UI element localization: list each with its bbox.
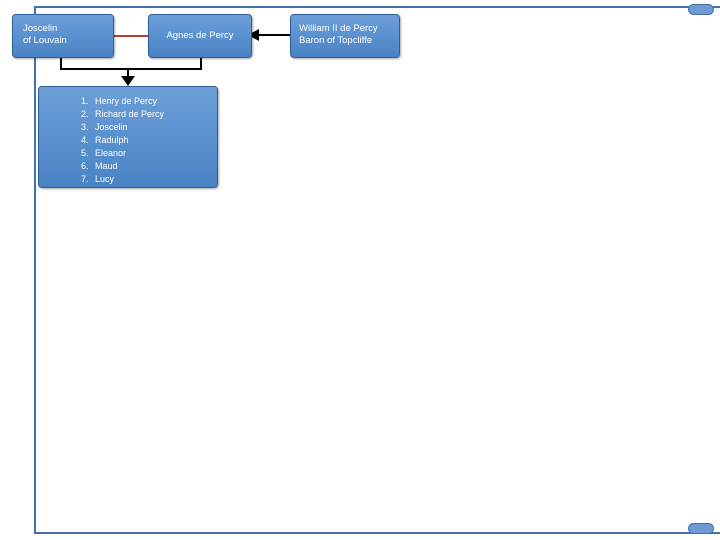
connector-horizontal xyxy=(60,68,202,70)
connector-william-to-agnes xyxy=(258,34,290,36)
children-list: Henry de Percy Richard de Percy Joscelin… xyxy=(39,95,217,186)
node-joscelin-label: Joscelin of Louvain xyxy=(23,23,67,46)
frame-left-line xyxy=(34,6,36,534)
list-item: Maud xyxy=(91,160,217,173)
node-children-list[interactable]: Henry de Percy Richard de Percy Joscelin… xyxy=(38,86,218,188)
node-agnes-de-percy[interactable]: Agnes de Percy xyxy=(148,14,252,58)
node-joscelin-of-louvain[interactable]: Joscelin of Louvain xyxy=(12,14,114,58)
frame-top-line xyxy=(34,6,720,8)
connector-right-vertical xyxy=(200,58,202,70)
list-item: Lucy xyxy=(91,173,217,186)
frame-cap-top xyxy=(688,4,714,15)
node-william-ii-de-percy[interactable]: William II de Percy Baron of Topcliffe xyxy=(290,14,400,58)
connector-down-stem xyxy=(127,68,129,78)
arrow-down-icon xyxy=(121,76,135,86)
frame-cap-bottom xyxy=(688,523,714,534)
node-william-label: William II de Percy Baron of Topcliffe xyxy=(299,23,378,46)
frame-bottom-line xyxy=(34,532,720,534)
list-item: Eleanor xyxy=(91,147,217,160)
marriage-line-joscelin-agnes xyxy=(113,35,150,37)
list-item: Henry de Percy xyxy=(91,95,217,108)
list-item: Joscelin xyxy=(91,121,217,134)
connector-left-vertical xyxy=(60,58,62,70)
node-agnes-label: Agnes de Percy xyxy=(166,30,234,41)
arrow-left-icon xyxy=(248,29,259,41)
list-item: Richard de Percy xyxy=(91,108,217,121)
list-item: Radulph xyxy=(91,134,217,147)
